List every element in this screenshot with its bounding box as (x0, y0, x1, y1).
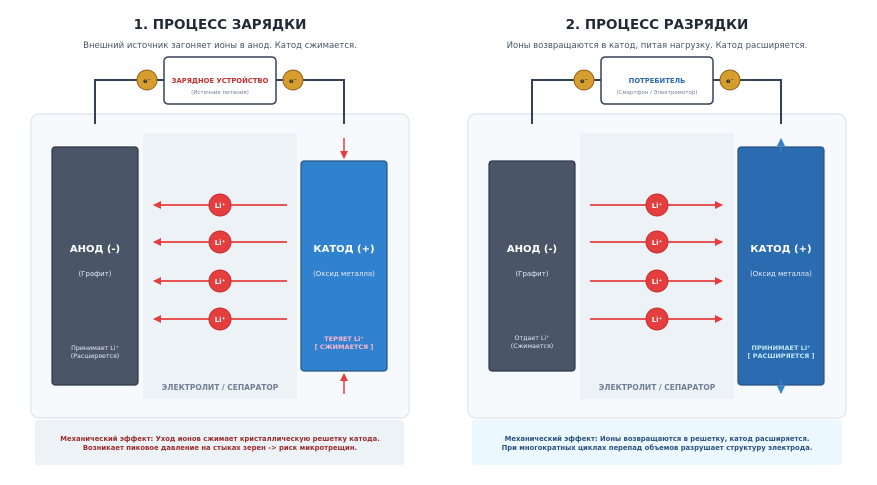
charging-anode-note-1: Принимает Li⁺ (71, 345, 119, 352)
discharging-ion-row: Li⁺ (590, 269, 723, 293)
discharging-ion-label: Li⁺ (652, 316, 663, 324)
discharging-anode-note-1: Отдает Li⁺ (515, 335, 550, 342)
charging-ion-label: Li⁺ (215, 202, 226, 210)
charging-ion-label: Li⁺ (215, 316, 226, 324)
charging-subtitle: Внешний источник загоняет ионы в анод. К… (83, 41, 357, 51)
charging-ion-row: Li⁺ (153, 193, 287, 217)
charging-anode (51, 146, 139, 386)
discharging-ion-row: Li⁺ (590, 230, 723, 254)
discharging-cathode-title: КАТОД (+) (750, 244, 811, 255)
consumer-subtitle: (Смартфон / Электромотор) (616, 90, 697, 96)
charging-effect-line-2: Возникает пиковое давление на стыках зер… (83, 444, 357, 452)
charger-subtitle: (Источник питания) (191, 90, 249, 96)
discharging-electrolyte-zone (580, 133, 734, 399)
charging-cathode (300, 160, 388, 372)
charging-title: 1. ПРОЦЕСС ЗАРЯДКИ (134, 17, 307, 33)
discharging-cathode-subtitle: (Оксид металла) (750, 270, 812, 278)
discharging-ion (645, 193, 669, 217)
charging-electron-right (282, 69, 304, 91)
charging-effect-line-1: Механический эффект: Уход ионов сжимает … (60, 435, 380, 443)
discharging-wire-left (531, 79, 584, 124)
discharging-anode-subtitle: (Графит) (515, 270, 548, 278)
discharging-subtitle: Ионы возвращаются в катод, питая нагрузк… (507, 41, 808, 51)
discharging-electrolyte-label: ЭЛЕКТРОЛИТ / СЕПАРАТОР (599, 383, 716, 392)
charging-ion (208, 193, 232, 217)
charging-cathode-note-2: [ СЖИМАЕТСЯ ] (315, 343, 374, 351)
charging-ion-label: Li⁺ (215, 239, 226, 247)
charging-electron-right-label: e⁻ (289, 77, 297, 85)
charging-ion-row: Li⁺ (153, 307, 287, 331)
charging-cathode-title: КАТОД (+) (313, 244, 374, 255)
charging-cathode-subtitle: (Оксид металла) (313, 270, 375, 278)
discharging-ion-label: Li⁺ (652, 202, 663, 210)
charging-ion-row: Li⁺ (153, 230, 287, 254)
charger-box (163, 56, 277, 105)
charging-anode-title: АНОД (-) (70, 244, 120, 255)
discharging-effect-box (472, 420, 842, 465)
discharging-effect-line-1: Механический эффект: Ионы возвращаются в… (505, 435, 810, 443)
discharging-anode-title: АНОД (-) (507, 244, 557, 255)
charging-wire-right (303, 79, 345, 124)
consumer-title: ПОТРЕБИТЕЛЬ (629, 77, 686, 85)
discharging-electron-right (719, 69, 741, 91)
charging-effect-box (35, 420, 404, 465)
consumer-box (600, 56, 714, 105)
charging-cathode-note-1: ТЕРЯЕТ Li⁺ (324, 335, 364, 343)
charging-ion (208, 230, 232, 254)
charging-electron-left (136, 69, 158, 91)
discharging-cathode-note-1: ПРИНИМАЕТ Li⁺ (752, 344, 811, 352)
charger-title: ЗАРЯДНОЕ УСТРОЙСТВО (172, 76, 269, 85)
charging-anode-subtitle: (Графит) (78, 270, 111, 278)
discharging-wire-right (740, 79, 782, 124)
discharging-cathode-note-2: [ РАСШИРЯЕТСЯ ] (748, 352, 815, 360)
discharging-title: 2. ПРОЦЕСС РАЗРЯДКИ (566, 17, 749, 33)
charging-anode-note-2: (Расширяется) (71, 353, 119, 360)
charging-ion (208, 307, 232, 331)
charging-ion-row: Li⁺ (153, 269, 287, 293)
discharging-electron-left (573, 69, 595, 91)
discharging-electron-left-label: e⁻ (580, 77, 588, 85)
discharging-ion-label: Li⁺ (652, 239, 663, 247)
charging-ion (208, 269, 232, 293)
charging-electrolyte-label: ЭЛЕКТРОЛИТ / СЕПАРАТОР (162, 383, 279, 392)
discharging-ion (645, 269, 669, 293)
discharging-panel: 2. ПРОЦЕСС РАЗРЯДКИ Ионы возвращаются в … (467, 17, 847, 465)
charging-electrolyte-zone (143, 133, 297, 399)
charging-panel: 1. ПРОЦЕСС ЗАРЯДКИ Внешний источник заго… (30, 17, 410, 465)
discharging-ion-row: Li⁺ (590, 307, 723, 331)
charging-wire-left (94, 79, 147, 124)
discharging-anode (488, 160, 576, 372)
discharging-anode-note-2: (Сжимается) (511, 343, 553, 350)
discharging-ion-label: Li⁺ (652, 278, 663, 286)
discharging-ion-row: Li⁺ (590, 193, 723, 217)
charging-ion-label: Li⁺ (215, 278, 226, 286)
discharging-ion (645, 307, 669, 331)
charging-electron-left-label: e⁻ (143, 77, 151, 85)
discharging-electron-right-label: e⁻ (726, 77, 734, 85)
discharging-ion (645, 230, 669, 254)
discharging-effect-line-2: При многократных циклах перепад объемов … (502, 444, 813, 452)
